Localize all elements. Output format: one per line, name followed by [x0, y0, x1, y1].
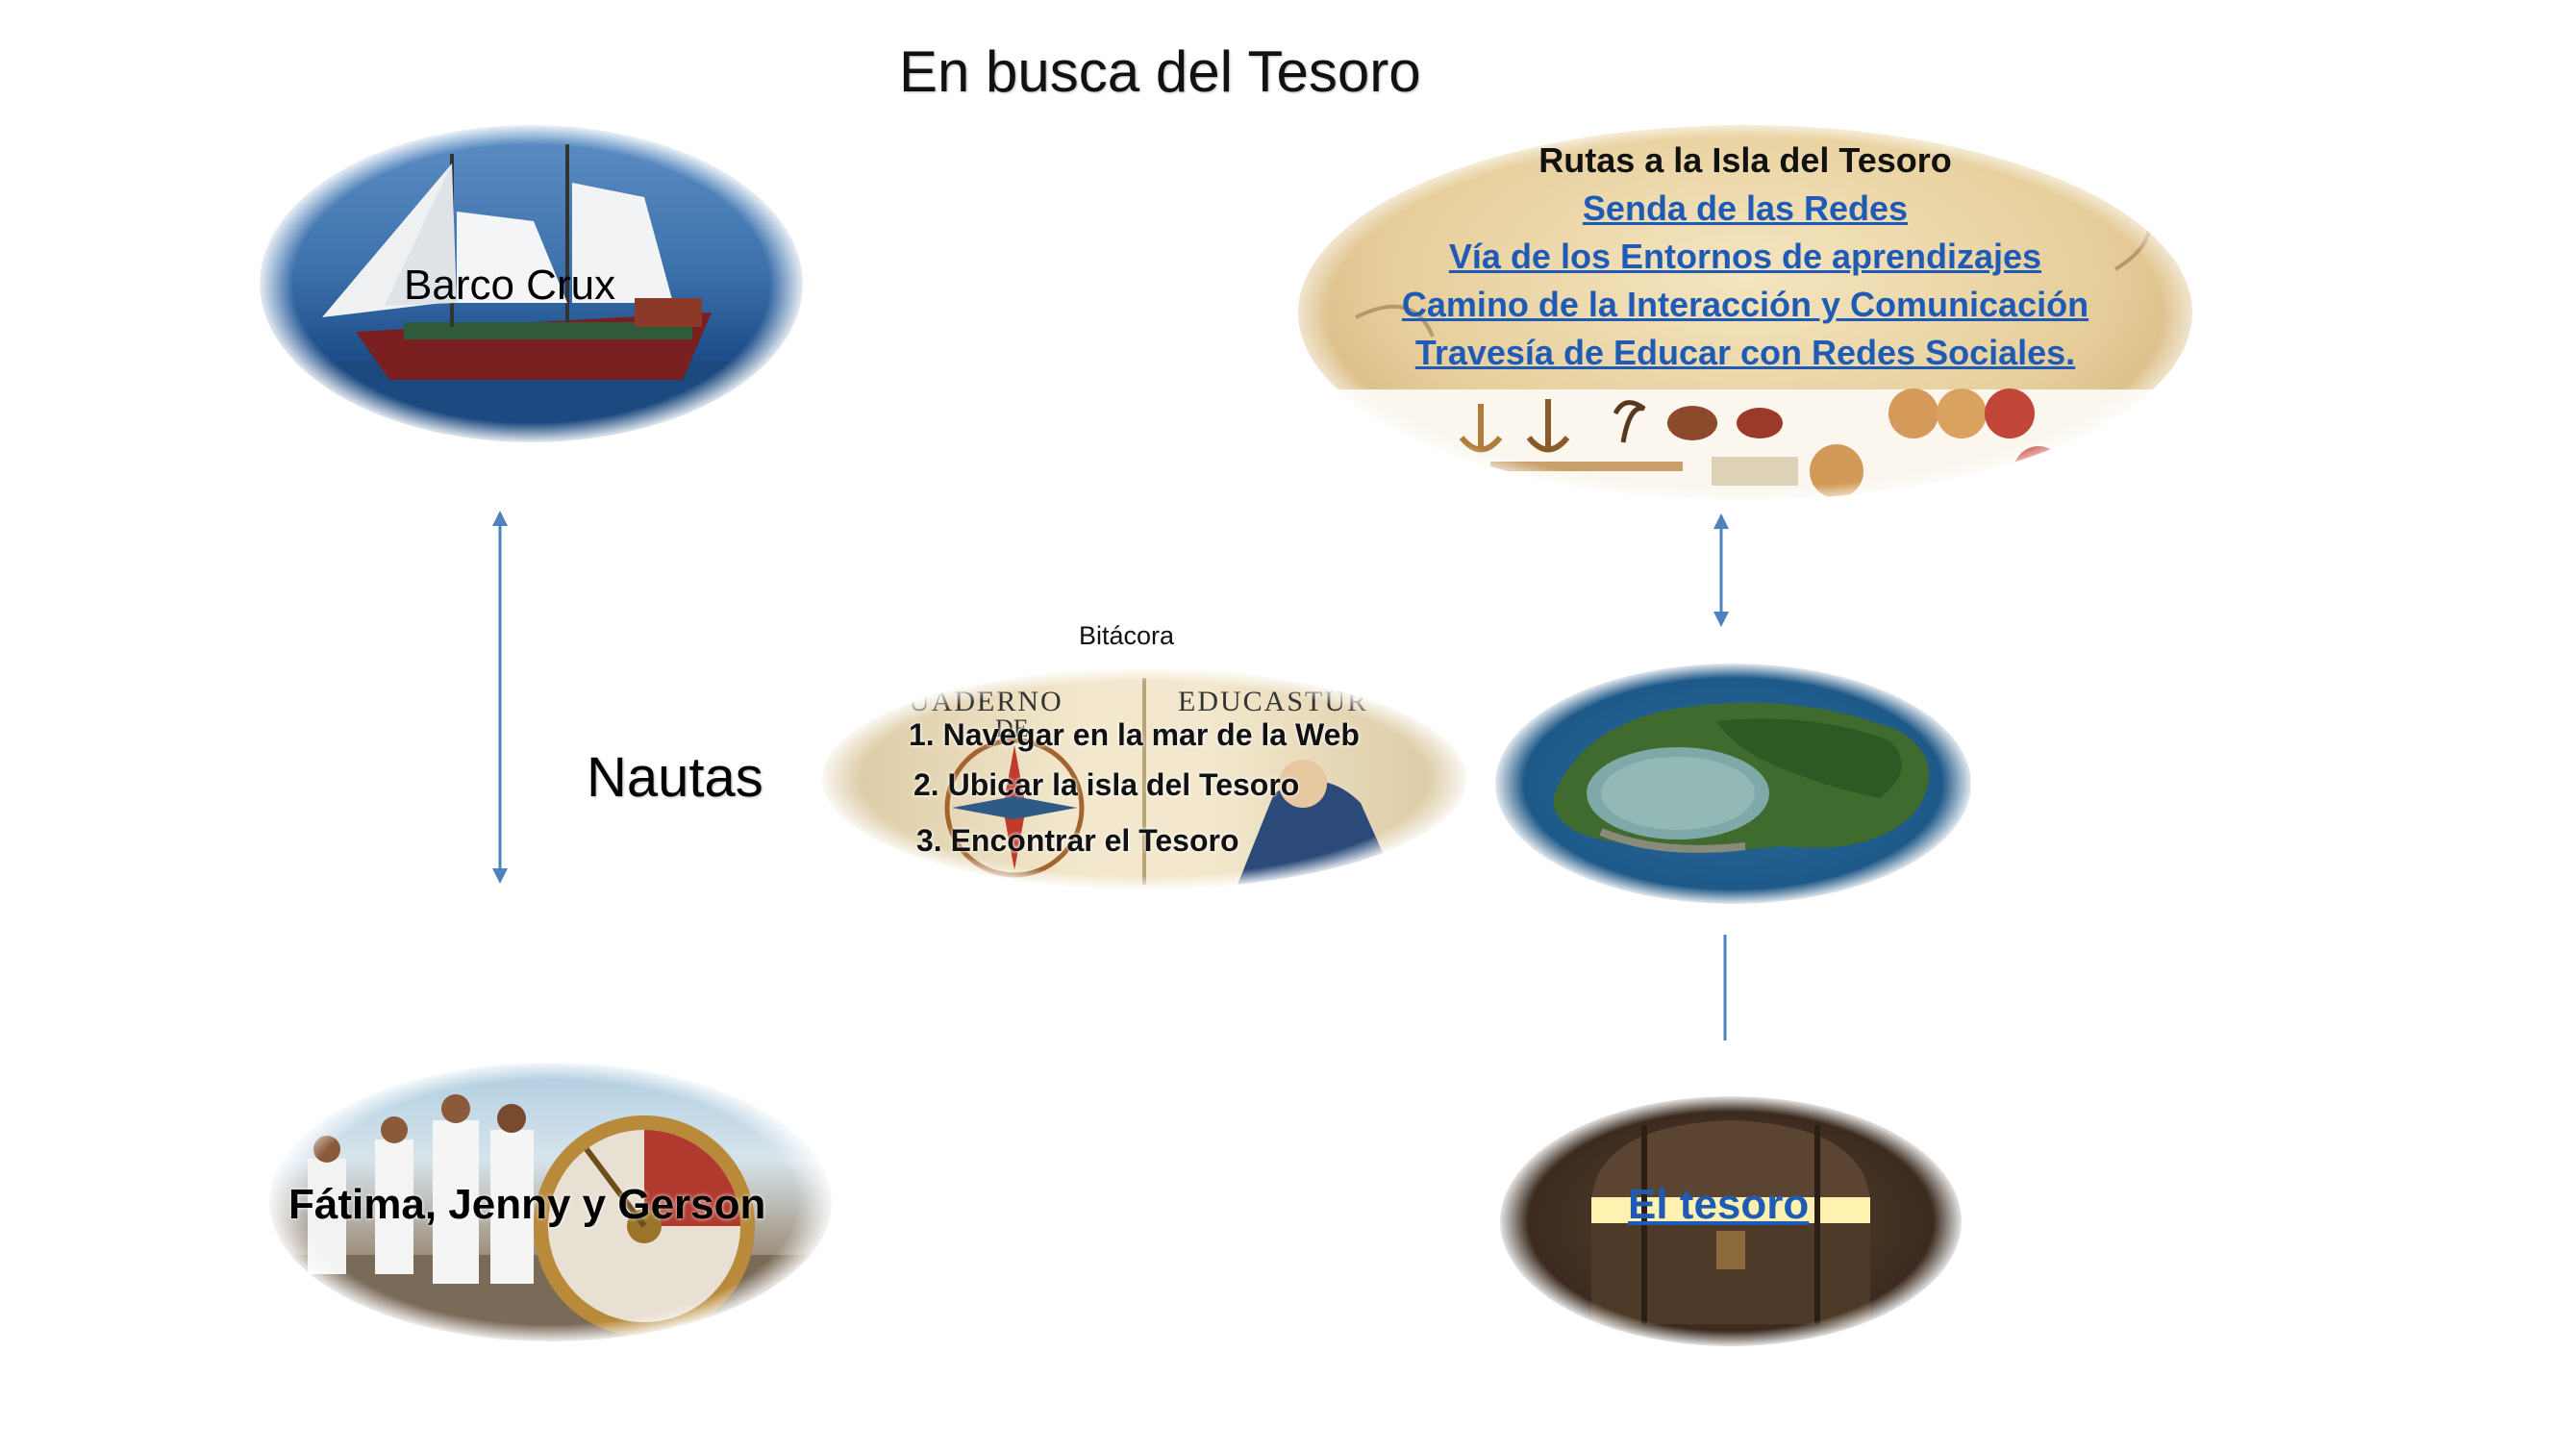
treasure-link-wrap: El tesoro [1628, 1181, 1809, 1229]
ship-icon [260, 144, 803, 442]
connector-island-treasure [1723, 935, 1727, 1040]
treasure-link[interactable]: El tesoro [1628, 1181, 1810, 1228]
compass-icon [944, 678, 1399, 889]
island-image [1495, 664, 1971, 904]
book-word-3: EDUCASTUR [1178, 686, 1369, 717]
island-icon [1553, 702, 1930, 853]
route-link-4[interactable]: Travesía de Educar con Redes Sociales. [1414, 333, 2076, 372]
step-3: 3. Encontrar el Tesoro [916, 823, 1239, 858]
nautas-label: Nautas [587, 746, 763, 809]
book-word-1: UADERNO [909, 686, 1063, 717]
crew-label: Fátima, Jenny y Gerson [288, 1181, 766, 1228]
treasure-chest-icon [1591, 1120, 1870, 1324]
bitacora-label: Bitácora [1079, 621, 1175, 650]
routes-list: Rutas a la Isla del Tesoro Senda de las … [1298, 137, 2192, 377]
routes-title: Rutas a la Isla del Tesoro [1538, 140, 1952, 180]
crew-image [269, 1063, 832, 1341]
arrow-ship-crew [492, 511, 508, 884]
step-2: 2. Ubicar la isla del Tesoro [913, 767, 1300, 802]
crew-photo-icon [269, 1094, 832, 1341]
bitacora-steps: 1. Navegar en la mar de la Web 2. Ubicar… [909, 710, 1360, 865]
bitacora-book-image: UADERNO DE EDUCASTUR [822, 668, 1466, 889]
ship-label: Barco Crux [404, 262, 616, 309]
treasure-chest-image [1500, 1096, 1962, 1346]
page-title: En busca del Tesoro [899, 39, 1421, 104]
routes-map-image [1298, 125, 2192, 500]
route-link-2[interactable]: Vía de los Entornos de aprendizajes [1448, 237, 2042, 276]
step-1: 1. Navegar en la mar de la Web [909, 717, 1360, 752]
map-decorations-icon [1355, 201, 2152, 498]
arrow-map-island [1713, 514, 1729, 627]
route-link-1[interactable]: Senda de las Redes [1582, 188, 1909, 228]
ship-image [260, 125, 803, 442]
route-link-3[interactable]: Camino de la Interacción y Comunicación [1401, 285, 2089, 324]
book-word-2: DE [995, 714, 1029, 742]
